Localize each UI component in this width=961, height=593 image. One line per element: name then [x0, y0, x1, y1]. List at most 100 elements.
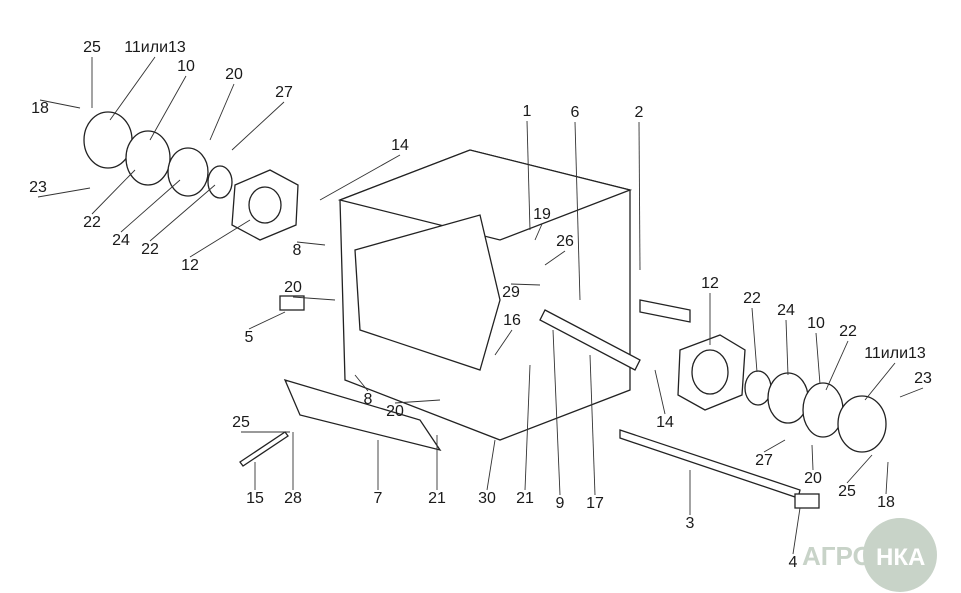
part-callout-label: 23 — [914, 370, 932, 387]
part-callout-label: 27 — [275, 84, 293, 101]
leader-line — [149, 75, 187, 141]
clip-5 — [279, 295, 305, 311]
part-callout-label: 22 — [83, 214, 101, 231]
leader-line — [248, 311, 286, 330]
leader-line — [494, 329, 513, 356]
part-callout-label: 20 — [386, 403, 404, 420]
leader-line — [792, 507, 801, 555]
part-callout-label: 12 — [181, 257, 199, 274]
watermark-logo: АГРО НКА — [802, 518, 937, 592]
ring-right — [744, 370, 772, 406]
part-callout-label: 21 — [428, 490, 446, 507]
rotor-blades — [354, 214, 501, 371]
bolt-15 — [239, 431, 289, 467]
part-callout-label: 22 — [839, 323, 857, 340]
bearing-right — [767, 372, 809, 424]
part-callout-label: 18 — [877, 494, 895, 511]
part-callout-label: 3 — [686, 515, 695, 532]
part-callout-label: 14 — [391, 137, 409, 154]
leader-line — [846, 454, 873, 484]
leader-line — [39, 99, 81, 109]
part-callout-label: 21 — [516, 490, 534, 507]
part-callout-label: 14 — [656, 414, 674, 431]
part-callout-label: 26 — [556, 233, 574, 250]
part-callout-label: 19 — [533, 206, 551, 223]
part-callout-label: 2 — [635, 104, 644, 121]
part-callout-label: 11или13 — [124, 39, 186, 56]
leader-line — [510, 283, 541, 286]
part-callout-label: 10 — [177, 58, 195, 75]
seal-ring-left — [125, 130, 171, 186]
part-callout-label: 24 — [777, 302, 795, 319]
parts — [83, 111, 887, 509]
leader-line — [37, 187, 91, 198]
leader-line — [815, 332, 821, 385]
part-callout-label: 4 — [789, 554, 798, 571]
part-callout-label: 1 — [523, 103, 532, 120]
part-callout-label: 25 — [838, 483, 856, 500]
part-callout-label: 8 — [293, 242, 302, 259]
part-callout-label: 24 — [112, 232, 130, 249]
part-callout-label: 18 — [31, 100, 49, 117]
part-callout-label: 27 — [755, 452, 773, 469]
part-callout-label: 16 — [503, 312, 521, 329]
part-callout-label: 29 — [502, 284, 520, 301]
part-callout-label: 17 — [586, 495, 604, 512]
leader-line — [526, 120, 531, 231]
part-callout-label: 25 — [232, 414, 250, 431]
bearing-bore-left — [248, 186, 282, 224]
part-callout-label: 28 — [284, 490, 302, 507]
part-callout-label: 20 — [804, 470, 822, 487]
bearing-housing-left-outer — [83, 111, 133, 169]
leader-line — [534, 223, 543, 241]
bar-3 — [619, 429, 801, 499]
part-callout-label: 6 — [571, 104, 580, 121]
part-callout-label: 22 — [743, 290, 761, 307]
part-callout-label: 15 — [246, 490, 264, 507]
leader-line — [544, 250, 566, 266]
svg-text:АГРО: АГРО — [802, 541, 873, 571]
part-callout-label: 12 — [701, 275, 719, 292]
part-callout-label: 9 — [556, 495, 565, 512]
leader-line — [486, 439, 496, 491]
leader-line — [189, 219, 251, 258]
bearing-housing-right-outer — [837, 395, 887, 453]
leader-line — [552, 329, 561, 496]
leader-line — [109, 56, 156, 121]
leader-line — [864, 362, 896, 401]
leader-line — [899, 387, 924, 398]
leader-line — [785, 319, 789, 376]
leader-line — [319, 154, 401, 201]
svg-text:НКА: НКА — [876, 544, 925, 571]
part-callout-label: 10 — [807, 315, 825, 332]
leader-line — [120, 179, 181, 233]
bracket-14 — [639, 299, 691, 323]
guard-plate — [283, 378, 442, 452]
leader-lines — [37, 56, 924, 555]
leader-line — [296, 241, 326, 246]
leader-line — [354, 374, 369, 392]
part-callout-label: 23 — [29, 179, 47, 196]
part-callout-label: 8 — [364, 391, 373, 408]
part-callout-label: 20 — [225, 66, 243, 83]
leader-line — [751, 307, 758, 373]
bearing-left — [167, 147, 209, 197]
leader-line — [149, 184, 216, 242]
leader-line — [292, 296, 336, 301]
leader-line — [91, 169, 136, 215]
part-callout-label: 20 — [284, 279, 302, 296]
seal-ring-right — [802, 382, 844, 438]
leader-line — [524, 364, 531, 491]
leader-line — [763, 439, 786, 453]
leader-line — [811, 444, 814, 471]
leader-line — [574, 121, 581, 301]
ring-left — [207, 165, 233, 199]
shaft — [539, 309, 641, 371]
leader-line — [589, 354, 596, 496]
leader-line — [638, 121, 641, 271]
leader-line — [394, 399, 441, 404]
part-callout-label: 5 — [245, 329, 254, 346]
leader-line — [209, 83, 235, 141]
